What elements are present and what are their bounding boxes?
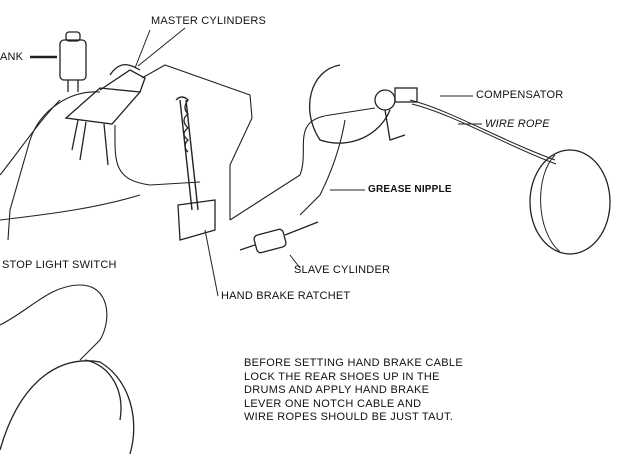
label-master-cylinders: MASTER CYLINDERS xyxy=(151,15,267,27)
note-line: BEFORE SETTING HAND BRAKE CABLE xyxy=(244,357,463,369)
hand-brake-lever xyxy=(175,96,219,297)
rear-drum-left xyxy=(0,359,135,454)
fluid-tank xyxy=(30,31,87,92)
brake-pipes xyxy=(0,64,376,361)
label-grease-nipple: GREASE NIPPLE xyxy=(368,184,452,195)
note-line: DRUMS AND APPLY HAND BRAKE xyxy=(244,384,430,397)
slave-cylinder xyxy=(239,221,319,269)
label-compensator: COMPENSATOR xyxy=(476,89,564,101)
label-wire-rope: WIRE ROPE xyxy=(485,118,550,130)
instruction-note: BEFORE SETTING HAND BRAKE CABLE LOCK THE… xyxy=(244,357,463,425)
front-right-drum xyxy=(308,64,418,144)
note-line: LOCK THE REAR SHOES UP IN THE xyxy=(244,370,440,383)
wire-rope xyxy=(409,95,557,165)
label-stop-light-switch: STOP LIGHT SWITCH xyxy=(2,259,117,271)
note-line: WIRE ROPES SHOULD BE JUST TAUT. xyxy=(244,411,454,424)
label-slave-cylinder: SLAVE CYLINDER xyxy=(294,264,391,276)
note-line: LEVER ONE NOTCH CABLE AND xyxy=(244,397,422,410)
rear-drum-right xyxy=(529,149,611,255)
master-cylinders xyxy=(64,27,186,166)
label-tank: ANK xyxy=(0,51,24,63)
label-hand-brake-ratchet: HAND BRAKE RATCHET xyxy=(221,290,351,302)
